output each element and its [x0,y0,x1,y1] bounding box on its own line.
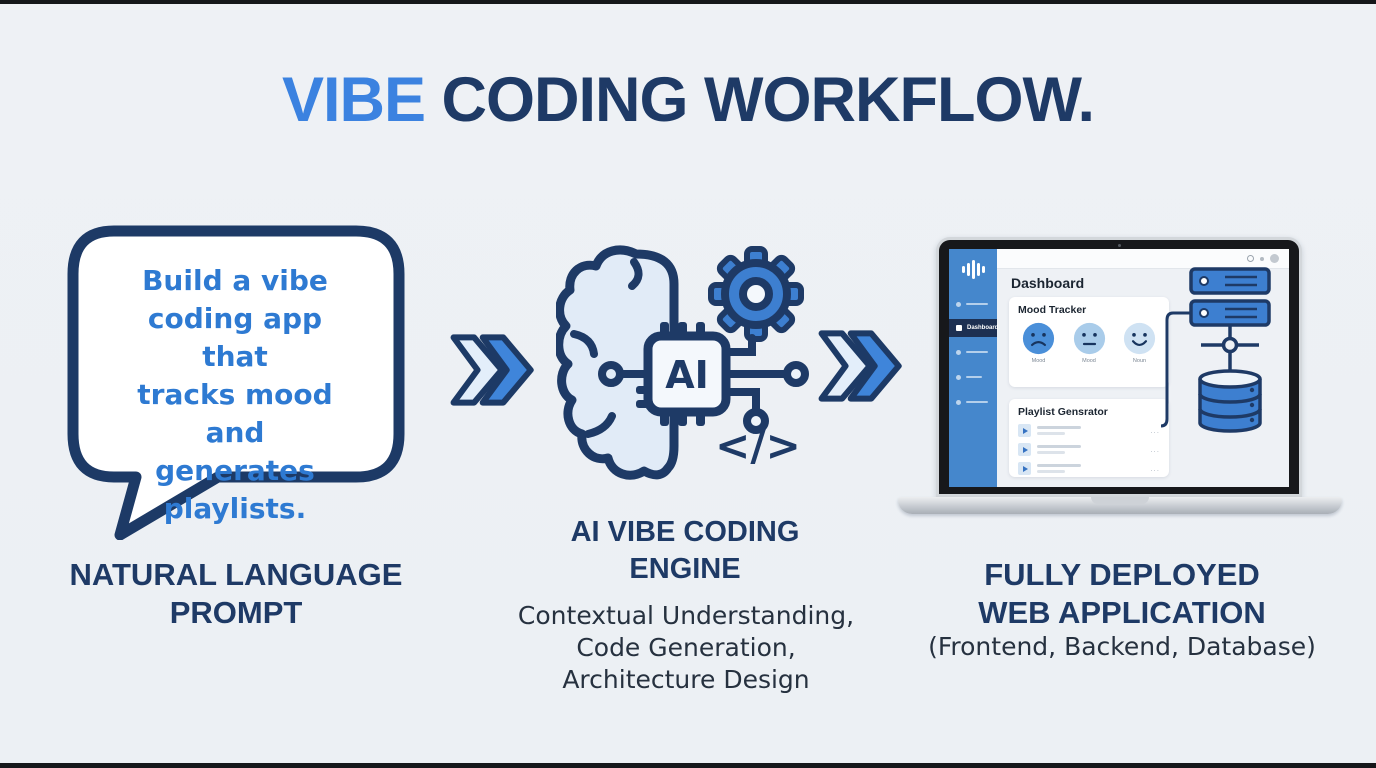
sidebar-item-dashboard[interactable]: Dashboard [949,319,999,337]
laptop: Dashboard Dashboard Mood Tracker [936,237,1302,497]
sidebar-item[interactable] [949,342,997,362]
play-icon[interactable] [1018,462,1031,475]
ai-chip-icon: AI [636,322,731,426]
waveform-logo-icon [949,249,997,289]
sidebar-item-label: Dashboard [967,325,999,331]
bottom-edge-bar [0,763,1376,768]
menu-icon [956,301,961,307]
menu-icon [956,399,961,405]
speech-bubble-icon [67,225,405,540]
sad-face-icon [1022,322,1055,355]
page-title: VIBE CODING WORKFLOW. [0,64,1376,136]
title-highlight: VIBE [282,65,426,135]
server-stack-icon [1189,267,1271,327]
title-rest: CODING WORKFLOW. [425,65,1095,135]
happy-face-icon [1123,322,1156,355]
playlist-generator-card: Playlist Gensrator ... ... ... [1009,399,1169,477]
mood-label: Noun [1132,358,1147,364]
stage3-label: FULLY DEPLOYED WEB APPLICATION [978,557,1266,630]
neutral-face-icon [1073,322,1105,355]
network-node-icon [1201,325,1259,371]
playlist-card-title: Playlist Gensrator [1018,406,1108,418]
sidebar-item[interactable] [949,392,997,412]
window-titlebar [997,249,1289,269]
play-icon[interactable] [1018,424,1031,437]
prompt-text: Build a vibe coding app that tracks mood… [137,264,333,525]
playlist-row: ... [1018,462,1160,475]
app-screen: Dashboard Dashboard Mood Tracker [949,249,1289,487]
top-edge-bar [0,0,1376,4]
playlist-row: ... [1018,443,1160,456]
mood-label: Mood [1082,358,1096,364]
mood-tracker-card: Mood Tracker Mood [1009,297,1169,387]
minimize-icon[interactable] [1247,255,1254,262]
playlist-row: ... [1018,424,1160,437]
laptop-base [898,497,1342,514]
row-ellipsis[interactable]: ... [1150,464,1160,473]
close-icon[interactable] [1270,254,1279,263]
stage2-sublabel: Contextual Understanding, Code Generatio… [517,601,855,694]
code-icon: </> [715,421,801,470]
brain-ai-chip-icon: AI </> [556,245,809,480]
row-ellipsis[interactable]: ... [1150,445,1160,454]
menu-icon [956,349,961,355]
play-icon[interactable] [1018,443,1031,456]
database-icon [1198,369,1262,433]
infrastructure-diagram [1161,267,1271,433]
mood-card-title: Mood Tracker [1018,304,1087,316]
camera-icon [1118,244,1121,247]
dashboard-heading: Dashboard [1011,275,1085,291]
menu-icon [956,374,961,380]
mood-label: Mood [1031,358,1046,364]
stage1-label: NATURAL LANGUAGE PROMPT [69,557,403,630]
dashboard-icon [956,325,962,331]
laptop-bezel: Dashboard Dashboard Mood Tracker [939,240,1299,494]
double-chevron-icon [818,330,902,402]
maximize-icon[interactable] [1260,256,1264,261]
stage2-label: AI VIBE CODING ENGINE [570,516,800,585]
sidebar-item[interactable] [949,294,997,314]
gear-icon [708,246,804,342]
connector-line [1161,311,1191,428]
stage3-sublabel: (Frontend, Backend, Database) [928,632,1316,661]
svg-text:AI: AI [665,353,709,397]
row-ellipsis[interactable]: ... [1150,426,1160,435]
app-sidebar: Dashboard [949,249,999,487]
double-chevron-icon [450,334,534,406]
sidebar-item[interactable] [949,367,997,387]
